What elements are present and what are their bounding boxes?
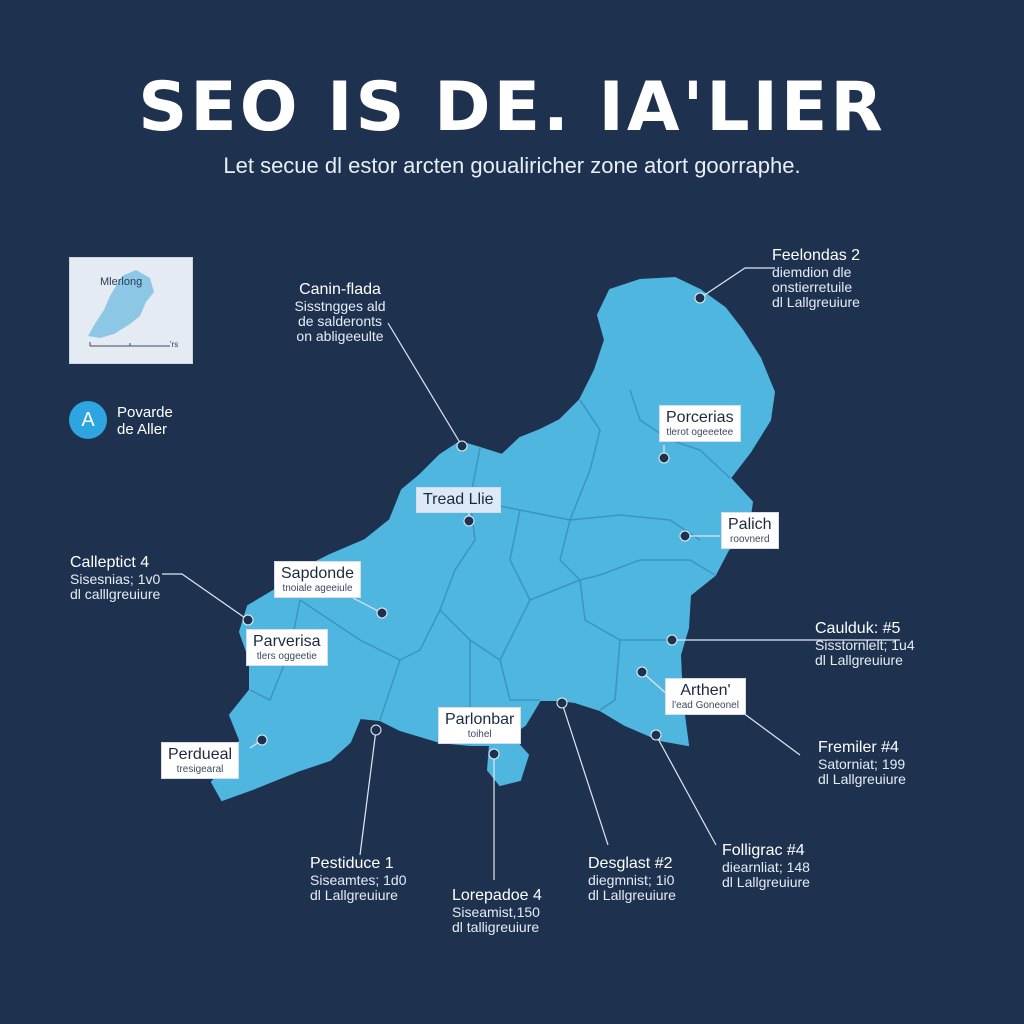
map-label-sapdonde: Sapdonde tnoiale ageeiule bbox=[274, 561, 361, 598]
map-label-name: Arthen' bbox=[680, 682, 731, 699]
map-subtitle: Let secue dl estor arcten goualiricher z… bbox=[223, 153, 801, 178]
callout-name: Pestiduce 1 bbox=[310, 855, 394, 872]
callout-folligrac: Folligrac #4 diearnliat; 148 dl Lallgreu… bbox=[722, 841, 832, 890]
marker-canin bbox=[456, 440, 468, 452]
marker-porcerias bbox=[658, 452, 670, 464]
map-label-name: Parlonbar bbox=[445, 711, 515, 728]
marker-lorepadoe bbox=[488, 748, 500, 760]
callout-calleptict: Calleptict 4 Sisesnias; 1v0 dl calllgreu… bbox=[70, 553, 180, 602]
map-label-tread: Tread Llie bbox=[416, 487, 501, 513]
callout-canin: Canin-flada Sisstngges ald de salderonts… bbox=[290, 280, 390, 344]
callout-line: diegmnist; 1i0 bbox=[588, 872, 675, 888]
map-label-sub: l'ead Goneonel bbox=[672, 700, 739, 711]
callout-feelondas: Feelondas 2 diemdion dle onstierretuile … bbox=[772, 246, 882, 310]
map-label-arthen: Arthen' l'ead Goneonel bbox=[665, 678, 746, 715]
callout-name: Desglast #2 bbox=[588, 855, 673, 872]
callout-pestiduce: Pestiduce 1 Siseamtes; 1d0 dl Lallgreuiu… bbox=[310, 854, 420, 903]
map-label-perdueal: Perdueal tresigearal bbox=[161, 742, 240, 779]
map-label-sub: roovnerd bbox=[730, 534, 770, 545]
callout-line: dl Lallgreuiure bbox=[722, 874, 810, 890]
map-label-sub: tnoiale ageeiule bbox=[282, 583, 353, 594]
callout-line: dl calllgreuiure bbox=[70, 586, 161, 602]
callout-line: diemdion dle bbox=[772, 264, 852, 280]
callout-fremiler: Fremiler #4 Satorniat; 199 dl Lallgreuiu… bbox=[818, 738, 928, 787]
legend-text: Povarde de Aller bbox=[117, 404, 173, 438]
callout-line: Sisstngges ald bbox=[294, 298, 386, 314]
marker-feelondas bbox=[694, 292, 706, 304]
callout-line: dl Lallgreuiure bbox=[772, 294, 860, 310]
callout-desglast: Desglast #2 diegmnist; 1i0 dl Lallgreuiu… bbox=[588, 854, 698, 903]
callout-cauldux: Caulduk: #5 Sisstornlelt; 1u4 dl Lallgre… bbox=[815, 619, 925, 668]
callout-name: Calleptict 4 bbox=[70, 554, 150, 571]
marker-pestiduce bbox=[370, 724, 382, 736]
map-label-sub: toihel bbox=[467, 729, 492, 740]
marker-tread bbox=[463, 515, 475, 527]
callout-line: dl Lallgreuiure bbox=[818, 771, 906, 787]
region-borders bbox=[249, 389, 731, 745]
map-label-sub: tlers oggeetie bbox=[256, 651, 317, 662]
callout-line: dl talligreuiure bbox=[452, 919, 540, 935]
marker-folligrac bbox=[650, 729, 662, 741]
callout-line: diearnliat; 148 bbox=[722, 859, 810, 875]
map-label-palich: Palich roovnerd bbox=[721, 512, 779, 549]
callout-line: dl Lallgreuiure bbox=[815, 652, 903, 668]
callout-line: onstierretuile bbox=[772, 279, 853, 295]
callout-name: Canin-flada bbox=[299, 281, 381, 298]
callout-name: Feelondas 2 bbox=[772, 247, 861, 264]
callout-line: Sisstornlelt; 1u4 bbox=[815, 637, 915, 653]
map-label-sub: tresigearal bbox=[176, 764, 224, 775]
marker-calleptict bbox=[242, 614, 254, 626]
callout-line: dl Lallgreuiure bbox=[588, 887, 676, 903]
legend-line-2: de Aller bbox=[117, 421, 168, 438]
callout-line: Siseamtes; 1d0 bbox=[310, 872, 407, 888]
map-label-name: Sapdonde bbox=[281, 565, 354, 582]
map-label-porcerias: Porcerias tlerot ogeeetee bbox=[659, 405, 741, 442]
map-label-sub: tlerot ogeeetee bbox=[666, 427, 734, 438]
marker-arthen bbox=[636, 666, 648, 678]
legend-badge: A bbox=[69, 401, 107, 439]
marker-palich bbox=[679, 530, 691, 542]
callout-lorepadoe: Lorepadoe 4 Siseamist,150 dl talligreuiu… bbox=[452, 886, 562, 935]
legend-line-1: Povarde bbox=[117, 404, 173, 421]
inset-label: Mlerlong bbox=[100, 276, 143, 288]
marker-perdueal bbox=[256, 734, 268, 746]
map-label-name: Porcerias bbox=[666, 409, 734, 426]
inset-scale-label: 'rs bbox=[170, 340, 179, 349]
location-markers bbox=[242, 292, 706, 760]
callout-line: Siseamist,150 bbox=[452, 904, 540, 920]
callout-name: Caulduk: #5 bbox=[815, 620, 901, 637]
map-label-name: Perdueal bbox=[168, 746, 233, 763]
callout-line: Satorniat; 199 bbox=[818, 756, 906, 772]
callout-line: de salderonts bbox=[297, 313, 383, 329]
callout-name: Lorepadoe 4 bbox=[452, 887, 542, 904]
map-title: SEO IS DE. IA'LIER bbox=[138, 68, 886, 147]
map-label-name: Palich bbox=[728, 516, 772, 533]
marker-sapdonde bbox=[376, 607, 388, 619]
map-label-name: Parverisa bbox=[253, 633, 321, 650]
callout-line: on abligeeulte bbox=[296, 328, 384, 344]
inset-map: Mlerlong 'rs bbox=[69, 257, 193, 364]
inset-landmass bbox=[88, 270, 170, 347]
callout-line: Sisesnias; 1v0 bbox=[70, 571, 161, 587]
map-label-parverisa: Parverisa tlers oggeetie bbox=[246, 629, 328, 666]
callout-line: dl Lallgreuiure bbox=[310, 887, 398, 903]
map-label-parlonbar: Parlonbar toihel bbox=[438, 707, 522, 744]
leader-lines bbox=[162, 267, 900, 880]
marker-cauldux bbox=[666, 634, 678, 646]
callout-name: Folligrac #4 bbox=[722, 842, 805, 859]
callout-name: Fremiler #4 bbox=[818, 739, 899, 756]
marker-desglast bbox=[556, 697, 568, 709]
map-label-name: Tread Llie bbox=[423, 491, 494, 508]
